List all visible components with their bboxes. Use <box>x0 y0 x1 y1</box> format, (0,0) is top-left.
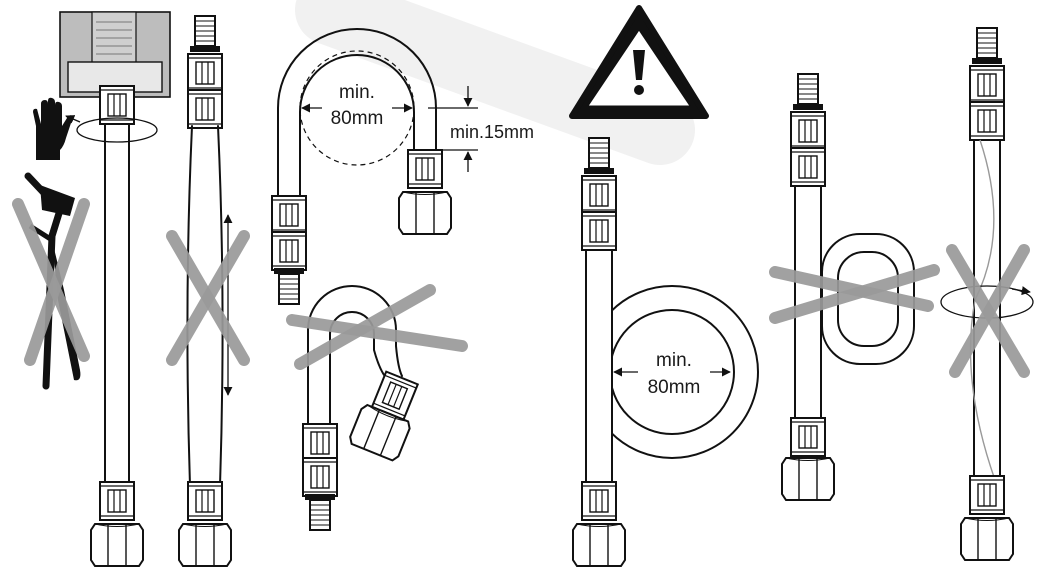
panel-tight-coil <box>769 73 940 501</box>
bend-radius-label-line2: 80mm <box>331 108 384 129</box>
prohibited-cross-sharp-bend <box>286 284 468 370</box>
bend-radius-label-line1: min. <box>339 82 375 103</box>
panel-sharp-bend <box>286 284 468 531</box>
warning-triangle-icon <box>569 5 709 119</box>
panel-twisted-hose <box>940 27 1034 561</box>
loop-radius-label-line1: min. <box>656 350 692 371</box>
straight-length-dimension <box>428 86 478 172</box>
prohibited-cross-coil <box>769 264 940 324</box>
prohibited-cross-wrench <box>12 198 90 366</box>
prohibited-cross-twisted <box>946 244 1030 378</box>
loop-radius-label-line2: 80mm <box>648 377 701 398</box>
panel-hose-stretched <box>166 15 250 567</box>
straight-length-label: min.15mm <box>450 122 534 142</box>
rotation-arrow <box>76 117 158 143</box>
tap-fixture <box>59 11 171 98</box>
panel-min-bend-radius: min. 80mm min.15mm <box>271 28 534 305</box>
prohibited-cross-stretched <box>166 230 250 366</box>
hand-icon <box>33 97 73 160</box>
panel-full-loop: min. 80mm <box>572 137 759 567</box>
panel-hand-tighten <box>12 11 171 567</box>
bend-radius-guide <box>299 50 415 166</box>
